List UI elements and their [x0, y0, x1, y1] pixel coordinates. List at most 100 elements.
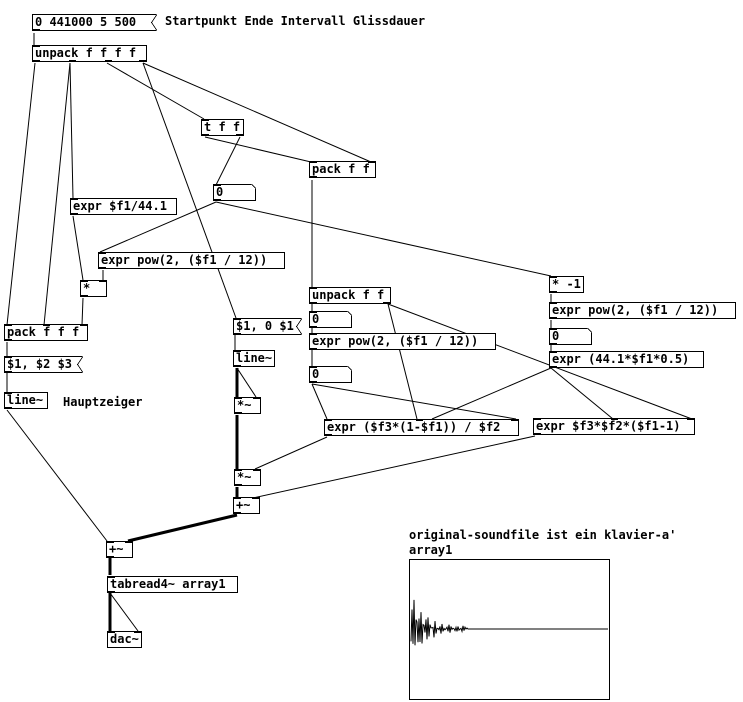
- inlet[interactable]: [550, 276, 557, 278]
- outlet[interactable]: [310, 326, 317, 328]
- tabread4-object[interactable]: tabread4~ array1: [107, 576, 238, 593]
- expr-pow-mid-object[interactable]: expr pow(2, ($f1 / 12)): [309, 333, 496, 350]
- inlet[interactable]: [325, 419, 332, 421]
- outlet[interactable]: [5, 339, 12, 341]
- line-main-object[interactable]: line~: [4, 392, 48, 409]
- outlet[interactable]: [234, 512, 241, 514]
- inlet[interactable]: [235, 469, 242, 471]
- inlet[interactable]: [134, 631, 141, 633]
- inlet[interactable]: [80, 324, 87, 326]
- inlet[interactable]: [550, 328, 557, 330]
- inlet[interactable]: [550, 302, 557, 304]
- inlet[interactable]: [310, 366, 317, 368]
- inlet[interactable]: [252, 497, 259, 499]
- inlet[interactable]: [511, 419, 518, 421]
- array-graph[interactable]: [409, 559, 610, 700]
- envelope-message-box[interactable]: $1, $2 $3: [4, 356, 83, 373]
- pow-mid-number-box[interactable]: 0: [309, 311, 352, 328]
- signal-add-1-object[interactable]: +~: [233, 497, 260, 514]
- init-message-box[interactable]: 0 441000 5 500: [32, 14, 157, 31]
- outlet[interactable]: [5, 371, 12, 373]
- inlet[interactable]: [310, 287, 317, 289]
- outlet[interactable]: [383, 302, 390, 304]
- inlet[interactable]: [253, 469, 260, 471]
- expr-scale-b-object[interactable]: expr $f3*$f2*($f1-1): [533, 418, 695, 435]
- inlet[interactable]: [99, 252, 106, 254]
- outlet[interactable]: [108, 591, 115, 593]
- outlet[interactable]: [214, 199, 221, 201]
- outlet[interactable]: [202, 134, 209, 136]
- outlet[interactable]: [234, 333, 241, 335]
- outlet[interactable]: [81, 295, 88, 297]
- inlet[interactable]: [108, 631, 115, 633]
- outlet[interactable]: [534, 433, 541, 435]
- outlet[interactable]: [99, 267, 106, 269]
- inlet[interactable]: [5, 356, 12, 358]
- inlet[interactable]: [310, 161, 317, 163]
- inlet[interactable]: [5, 324, 12, 326]
- outlet[interactable]: [236, 134, 243, 136]
- inlet[interactable]: [234, 497, 241, 499]
- inlet[interactable]: [310, 311, 317, 313]
- expr-samples-to-ms-object[interactable]: expr $f1/44.1: [70, 198, 177, 215]
- expr-half-object[interactable]: expr (44.1*$f1*0.5): [549, 351, 704, 368]
- outlet[interactable]: [107, 556, 114, 558]
- inlet[interactable]: [107, 541, 114, 543]
- outlet[interactable]: [310, 348, 317, 350]
- outlet[interactable]: [69, 60, 76, 62]
- inlet[interactable]: [43, 324, 50, 326]
- inlet[interactable]: [71, 198, 78, 200]
- outlet[interactable]: [105, 60, 112, 62]
- inlet[interactable]: [687, 418, 694, 420]
- outlet[interactable]: [550, 291, 557, 293]
- line-ramp-object[interactable]: line~: [233, 350, 275, 367]
- inlet[interactable]: [5, 392, 12, 394]
- trigger-object[interactable]: t f f: [201, 119, 244, 136]
- inlet[interactable]: [108, 576, 115, 578]
- outlet[interactable]: [310, 381, 317, 383]
- outlet[interactable]: [310, 302, 317, 304]
- outlet[interactable]: [139, 60, 146, 62]
- inlet[interactable]: [234, 318, 241, 320]
- inlet[interactable]: [534, 418, 541, 420]
- inlet[interactable]: [310, 333, 317, 335]
- ramp-message-box[interactable]: $1, 0 $1: [233, 318, 302, 335]
- outlet[interactable]: [235, 484, 242, 486]
- signal-add-main-object[interactable]: +~: [106, 541, 133, 558]
- signal-multiply-2-object[interactable]: *~: [234, 469, 261, 486]
- outlet[interactable]: [33, 60, 40, 62]
- outlet[interactable]: [33, 29, 40, 31]
- expr-pow-left-object[interactable]: expr pow(2, ($f1 / 12)): [98, 252, 285, 269]
- inlet[interactable]: [99, 280, 106, 282]
- inlet[interactable]: [214, 184, 221, 186]
- unpack2-object[interactable]: unpack f f: [309, 287, 391, 304]
- expr-scale-a-object[interactable]: expr ($f3*(1-$f1)) / $f2: [324, 419, 519, 436]
- outlet[interactable]: [235, 412, 242, 414]
- signal-multiply-1-object[interactable]: *~: [234, 397, 261, 414]
- inlet[interactable]: [81, 280, 88, 282]
- times-neg1-object[interactable]: * -1: [549, 276, 584, 293]
- unpack4-object[interactable]: unpack f f f f: [32, 45, 147, 62]
- result-mid-number-box[interactable]: 0: [309, 366, 352, 383]
- expr-pow-right-object[interactable]: expr pow(2, ($f1 / 12)): [549, 302, 736, 319]
- outlet[interactable]: [71, 213, 78, 215]
- outlet[interactable]: [234, 365, 241, 367]
- inlet[interactable]: [234, 350, 241, 352]
- dac-object[interactable]: dac~: [107, 631, 142, 648]
- inlet[interactable]: [550, 351, 557, 353]
- multiply-object[interactable]: *: [80, 280, 107, 297]
- inlet[interactable]: [368, 161, 375, 163]
- outlet[interactable]: [5, 407, 12, 409]
- outlet[interactable]: [310, 176, 317, 178]
- pack2-object[interactable]: pack f f: [309, 161, 376, 178]
- inlet[interactable]: [611, 418, 618, 420]
- interval-number-box[interactable]: 0: [213, 184, 256, 201]
- inlet[interactable]: [33, 45, 40, 47]
- outlet[interactable]: [325, 434, 332, 436]
- inlet[interactable]: [235, 397, 242, 399]
- outlet[interactable]: [550, 317, 557, 319]
- pack3-object[interactable]: pack f f f: [4, 324, 88, 341]
- pow-right-number-box[interactable]: 0: [549, 328, 592, 345]
- inlet[interactable]: [416, 419, 423, 421]
